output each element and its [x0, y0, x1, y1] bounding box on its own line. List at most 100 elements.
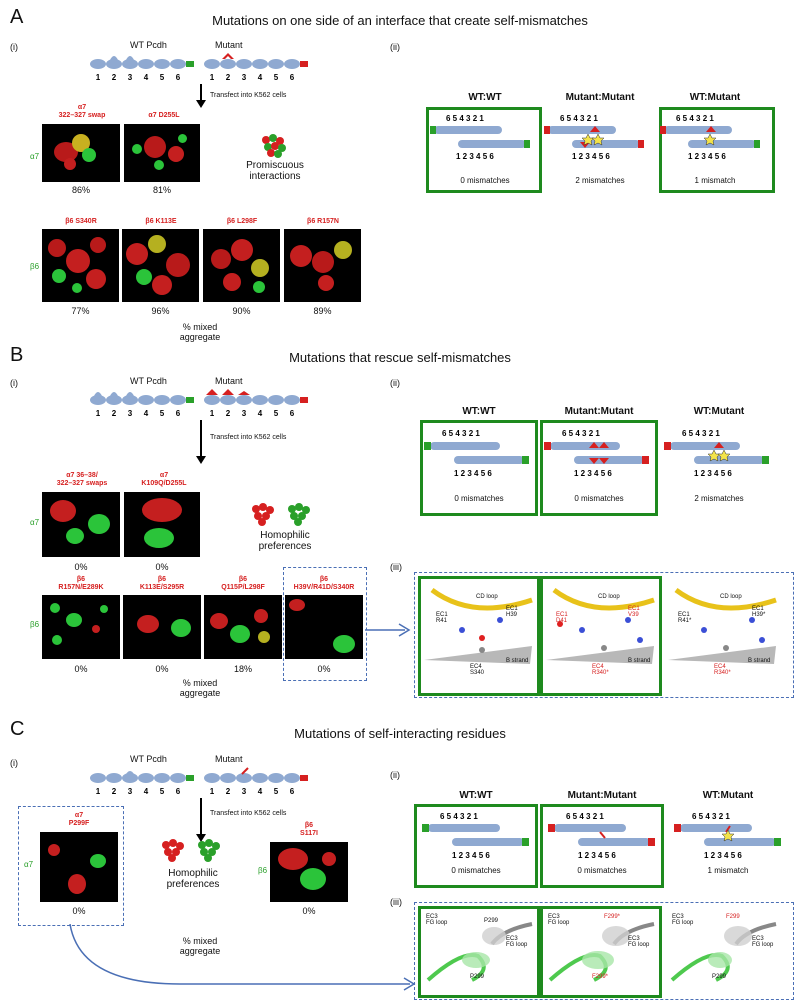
svg-text:6: 6	[290, 787, 295, 796]
svg-text:6 5 4 3 2 1: 6 5 4 3 2 1	[676, 114, 714, 123]
panel-b-title: Mutations that rescue self-mismatches	[289, 350, 511, 365]
row-label-b6: β6	[258, 866, 268, 875]
interface-schemes-c: 6 5 4 3 2 11 2 3 4 5 6 6 5 4 3 2 11 2 3 …	[422, 812, 781, 860]
microscopy-image	[42, 595, 120, 659]
scheme-caption: 0 mismatches	[460, 176, 510, 185]
struct-label: EC1 H39*	[752, 606, 766, 618]
struct-label: EC3 FG loop	[752, 936, 774, 948]
svg-text:4: 4	[144, 409, 149, 418]
svg-text:3: 3	[242, 73, 247, 82]
mixed-aggregate-caption: % mixed aggregate	[179, 678, 221, 698]
svg-text:5: 5	[160, 787, 165, 796]
image-label: β6 K113E/S295R	[139, 576, 185, 591]
svg-text:6 5 4 3 2 1: 6 5 4 3 2 1	[442, 429, 480, 438]
microscopy-image	[124, 124, 200, 182]
svg-text:6: 6	[290, 409, 295, 418]
scheme-caption: 0 mismatches	[454, 494, 504, 503]
scheme-box-wt-wt	[426, 107, 542, 193]
svg-text:1 2 3 4 5 6: 1 2 3 4 5 6	[452, 851, 490, 860]
microscopy-image	[123, 595, 201, 659]
interface-schemes-a: 6 5 4 3 2 11 2 3 4 5 6 6 5 4 3 2 11 2 3 …	[430, 114, 760, 161]
svg-text:1 2 3 4 5 6: 1 2 3 4 5 6	[456, 152, 494, 161]
arrow-down-icon	[196, 420, 206, 464]
svg-text:2: 2	[112, 73, 117, 82]
scheme-caption: 1 mismatch	[707, 866, 749, 875]
microscopy-image	[42, 124, 120, 182]
scheme-title: Mutant:Mutant	[567, 790, 637, 801]
structures-box-c	[414, 902, 794, 1000]
image-label: β6 S340R	[65, 218, 97, 225]
highlight-box-h39v	[283, 567, 367, 681]
svg-text:6 5 4 3 2 1: 6 5 4 3 2 1	[562, 429, 600, 438]
microscopy-image	[42, 492, 120, 557]
microscopy-image	[270, 842, 348, 902]
scheme-box-mutant-mutant	[540, 804, 664, 888]
struct-label: EC1 D41	[556, 612, 568, 624]
row-label-a7: α7	[24, 860, 34, 869]
struct-label: B strand	[748, 658, 771, 664]
svg-text:5: 5	[274, 787, 279, 796]
panel-letter-c: C	[10, 718, 25, 740]
panel-b-iii-label: (iii)	[390, 562, 402, 572]
scheme-title: Mutant:Mutant	[564, 406, 634, 417]
row-label-a7: α7	[30, 152, 40, 161]
svg-text:6 5 4 3 2 1: 6 5 4 3 2 1	[692, 812, 730, 821]
scheme-title: WT:Mutant	[702, 790, 754, 801]
scheme-title: WT:WT	[468, 92, 502, 103]
svg-text:6 5 4 3 2 1: 6 5 4 3 2 1	[566, 812, 604, 821]
struct-label: B strand	[506, 658, 529, 664]
struct-label: CD loop	[476, 594, 498, 600]
svg-text:2: 2	[112, 409, 117, 418]
scheme-title: Mutant:Mutant	[565, 92, 635, 103]
svg-text:3: 3	[242, 787, 247, 796]
arrow-right-icon	[365, 623, 411, 637]
image-label: β6 S117I	[300, 822, 318, 837]
image-label: α7 P299F	[68, 812, 90, 827]
panel-a-title: Mutations on one side of an interface th…	[212, 13, 588, 28]
svg-text:1 2 3 4 5 6: 1 2 3 4 5 6	[694, 469, 732, 478]
legend-promiscuous: Promiscuous interactions	[246, 160, 304, 182]
struct-label: F299	[726, 914, 740, 920]
wt-pcdh-label: WT Pcdh	[130, 376, 167, 386]
percent-value: 77%	[71, 306, 90, 316]
structure-box-wt	[418, 576, 540, 696]
scheme-box-wt-wt	[414, 804, 538, 888]
image-label: β6 L298F	[226, 218, 258, 225]
wt-pcdh-label: WT Pcdh	[130, 40, 167, 50]
panel-c-i-label: (i)	[10, 758, 18, 768]
scheme-title: WT:Mutant	[689, 92, 741, 103]
svg-text:4: 4	[144, 73, 149, 82]
struct-label: F299*	[604, 914, 621, 920]
percent-value: 96%	[151, 306, 170, 316]
svg-text:5: 5	[160, 73, 165, 82]
image-label: β6 Q115P/L298F	[221, 576, 265, 591]
row-label-b6: β6	[30, 262, 40, 271]
arrow-down-icon	[196, 84, 206, 108]
panel-c-ii-label: (ii)	[390, 770, 400, 780]
svg-text:2: 2	[112, 787, 117, 796]
svg-text:5: 5	[160, 409, 165, 418]
svg-text:6 5 4 3 2 1: 6 5 4 3 2 1	[682, 429, 720, 438]
svg-text:6 5 4 3 2 1: 6 5 4 3 2 1	[440, 812, 478, 821]
svg-text:1 2 3 4 5 6: 1 2 3 4 5 6	[454, 469, 492, 478]
scheme-caption: 1 mismatch	[694, 176, 736, 185]
struct-label: EC1 H39	[506, 606, 518, 618]
percent-value: 81%	[152, 185, 171, 195]
svg-text:1: 1	[96, 409, 101, 418]
svg-text:6 5 4 3 2 1: 6 5 4 3 2 1	[560, 114, 598, 123]
promiscuous-cluster-icon	[262, 134, 286, 158]
microscopy-image	[42, 229, 119, 302]
svg-text:1: 1	[210, 73, 215, 82]
microscopy-image	[40, 832, 118, 902]
svg-text:3: 3	[128, 73, 133, 82]
struct-label: EC4 S340	[470, 664, 485, 676]
panel-a-i-label: (i)	[10, 42, 18, 52]
panel-letter-b: B	[10, 344, 24, 366]
mutant-label: Mutant	[215, 40, 243, 50]
svg-text:4: 4	[258, 787, 263, 796]
svg-text:1: 1	[210, 409, 215, 418]
row-label-a7: α7	[30, 518, 40, 527]
scheme-title: WT:WT	[462, 406, 496, 417]
